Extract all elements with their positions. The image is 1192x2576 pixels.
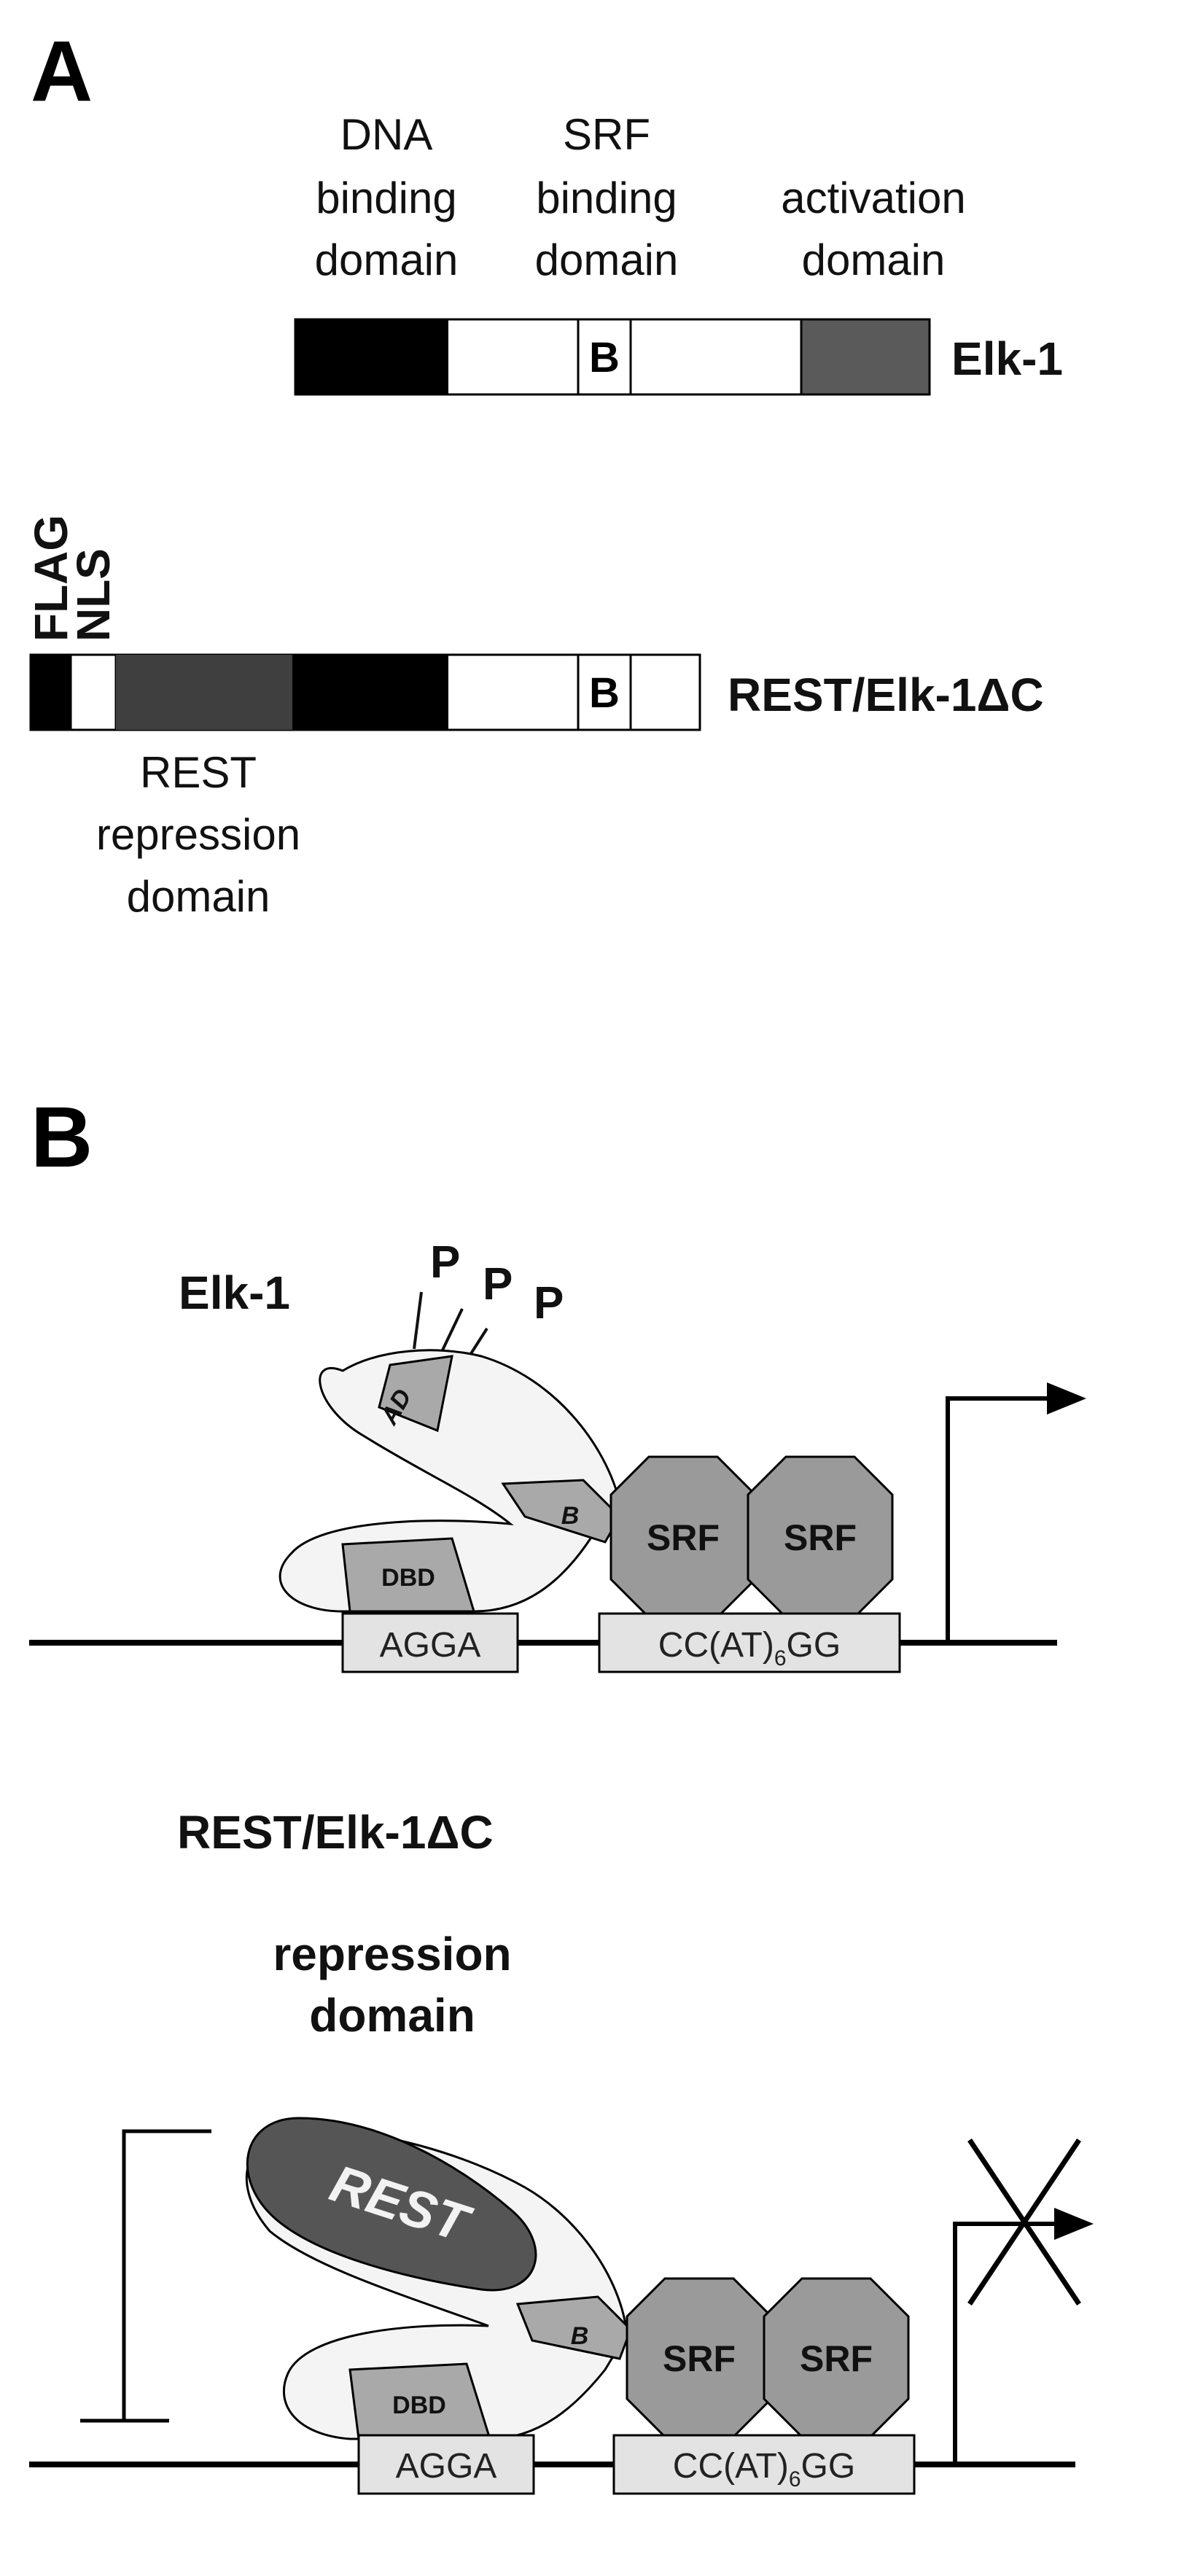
svg-text:P: P bbox=[483, 1259, 513, 1310]
repression-bracket bbox=[80, 2129, 211, 2423]
top-dbd-region bbox=[341, 1537, 476, 1613]
svg-text:activation: activation bbox=[781, 174, 965, 222]
top-carg-site bbox=[598, 1612, 901, 1673]
top-transcription-arrow bbox=[946, 1382, 1086, 1643]
elk1-dna-binding-domain bbox=[295, 319, 448, 394]
svg-text:repression: repression bbox=[273, 1928, 511, 1980]
bottom-rest-elk1-title: REST/Elk-1ΔC bbox=[177, 1806, 494, 1859]
svg-text:domain: domain bbox=[315, 236, 459, 284]
bottom-transcription-arrow bbox=[953, 2208, 1094, 2464]
bottom-srf-left-label: SRF bbox=[663, 2338, 736, 2379]
elk1-activation-label: activation domain bbox=[781, 174, 965, 284]
rest-repression-domain bbox=[116, 655, 292, 730]
top-elk1-title: Elk-1 bbox=[179, 1266, 290, 1319]
elk1-b-box-label: B bbox=[589, 334, 620, 381]
svg-text:domain: domain bbox=[127, 872, 270, 921]
panel-b-letter: B bbox=[31, 1089, 93, 1186]
svg-text:domain: domain bbox=[802, 236, 946, 284]
svg-text:P: P bbox=[534, 1278, 564, 1328]
top-agga-site bbox=[341, 1612, 519, 1673]
elk1-activation-domain bbox=[800, 318, 931, 396]
svg-text:DNA: DNA bbox=[340, 110, 433, 159]
flag-label: FLAG bbox=[25, 515, 77, 642]
bottom-carg-site bbox=[612, 2434, 916, 2495]
svg-text:REST: REST bbox=[140, 748, 257, 797]
top-ad-region bbox=[378, 1355, 453, 1433]
svg-text:binding: binding bbox=[536, 174, 677, 222]
elk1-dna-binding-label: DNA binding domain bbox=[315, 110, 459, 284]
top-b-label: B bbox=[561, 1502, 580, 1530]
top-carg-label: CC(AT)6GG bbox=[658, 1626, 841, 1670]
top-dbd-label: DBD bbox=[381, 1564, 435, 1592]
rest-elk1-b-box bbox=[577, 653, 632, 731]
bottom-b-label: B bbox=[571, 2322, 589, 2350]
elk1-domain-bar bbox=[294, 318, 931, 396]
top-srf-right-label: SRF bbox=[784, 1517, 857, 1558]
rest-elk1-domain-bar bbox=[29, 653, 701, 731]
rest-elk1-dna-binding-domain bbox=[292, 655, 448, 730]
bottom-srf-right-label: SRF bbox=[800, 2338, 873, 2379]
bottom-b-region bbox=[515, 2295, 632, 2360]
bottom-dbd-label: DBD bbox=[392, 2392, 446, 2419]
nls-domain bbox=[69, 653, 117, 731]
svg-text:binding: binding bbox=[316, 174, 457, 222]
phosphorylation-marks: P P P bbox=[413, 1237, 564, 1366]
bottom-carg-label: CC(AT)6GG bbox=[673, 2447, 855, 2491]
flag-domain bbox=[31, 655, 71, 730]
elk1-srf-binding-label: SRF binding domain bbox=[535, 110, 679, 284]
bottom-agga-site bbox=[357, 2434, 535, 2495]
elk1-b-box bbox=[577, 318, 632, 396]
rest-elk1-b-box-label: B bbox=[589, 669, 620, 717]
elk1-name: Elk-1 bbox=[951, 332, 1063, 385]
top-agga-label: AGGA bbox=[380, 1626, 481, 1665]
svg-text:domain: domain bbox=[309, 1989, 475, 2042]
bottom-repression-label: repression domain bbox=[273, 1928, 511, 2042]
top-srf-left-label: SRF bbox=[647, 1517, 720, 1558]
rest-repression-label: REST repression domain bbox=[96, 748, 300, 921]
svg-text:domain: domain bbox=[535, 236, 679, 284]
svg-text:repression: repression bbox=[96, 810, 300, 859]
svg-text:SRF: SRF bbox=[563, 110, 650, 159]
svg-text:P: P bbox=[430, 1237, 460, 1288]
panel-a-letter: A bbox=[31, 23, 93, 120]
rest-elk1-name: REST/Elk-1ΔC bbox=[728, 669, 1044, 721]
nls-label: NLS bbox=[67, 548, 120, 642]
blocked-cross-icon bbox=[967, 2139, 1081, 2305]
bottom-agga-label: AGGA bbox=[396, 2447, 497, 2486]
rest-domain-shape bbox=[246, 2117, 537, 2292]
